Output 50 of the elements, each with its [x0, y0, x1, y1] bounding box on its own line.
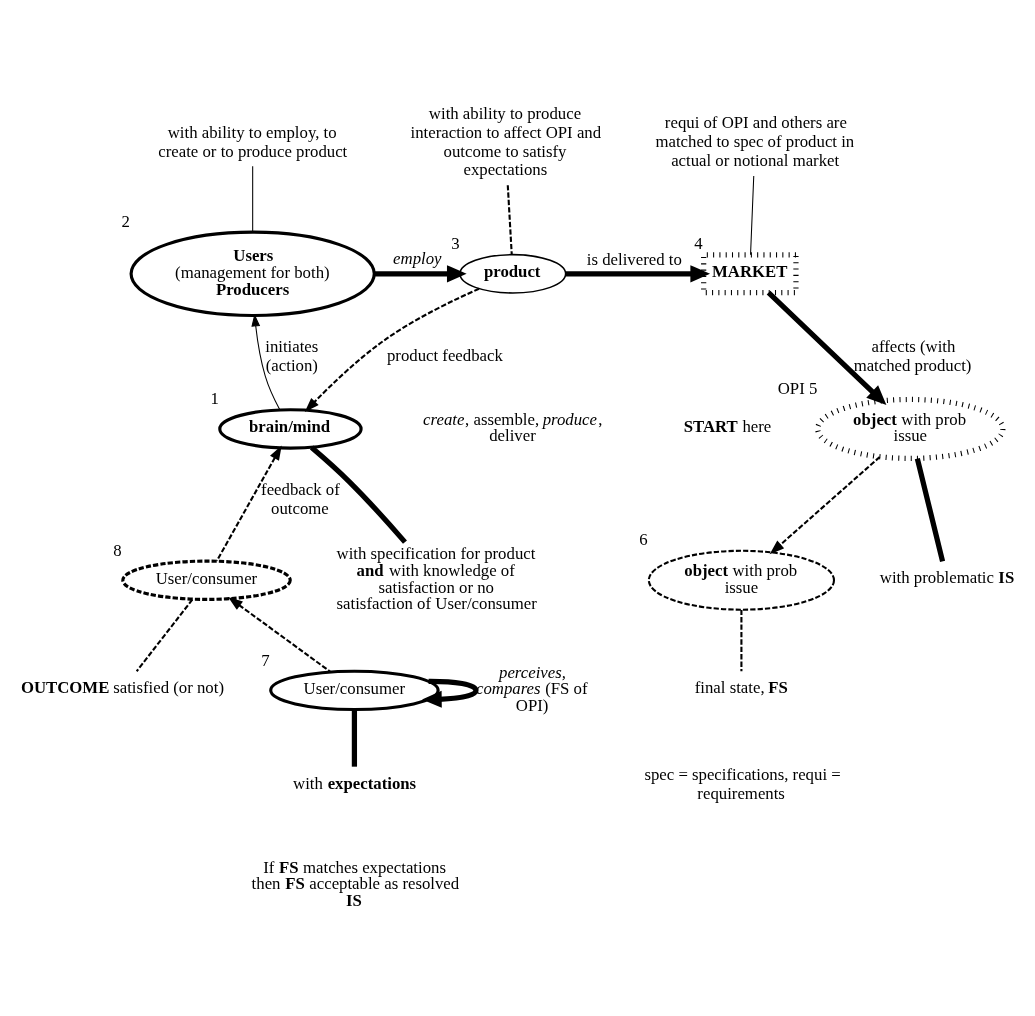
connector [740, 609, 743, 672]
node-label: 6 [639, 530, 648, 550]
node-text: with problematic IS [879, 568, 1015, 588]
node-label: 2 [121, 211, 130, 231]
node-ellipse: object with prob issue [647, 549, 836, 611]
edge-label: is delivered to [586, 250, 682, 270]
node-label: OPI 5 [777, 378, 818, 398]
arrow [766, 290, 887, 406]
node-ellipse: brain/mind [218, 408, 363, 450]
connector [309, 445, 407, 544]
node-text: final state, FS [694, 678, 788, 698]
arrow [304, 287, 480, 413]
node-label: 3 [451, 234, 460, 254]
arrow [422, 678, 479, 708]
node-ellipse: object with prob issue [815, 396, 1006, 461]
node-label: 7 [261, 650, 270, 670]
node-text: OUTCOME satisfied (or not) [20, 678, 224, 698]
arrow [374, 265, 467, 283]
node-ellipse: Users (management for both) Producers [129, 230, 376, 318]
connector [506, 185, 513, 255]
edge-label: product feedback [386, 346, 503, 366]
connector [252, 165, 254, 233]
node-text: with specification for product and with knowledge of satisfaction or no satisfaction of User/consumer [336, 544, 537, 614]
arrow [216, 445, 282, 562]
arrow [228, 597, 331, 673]
edge-label: feedback of outcome [261, 480, 340, 518]
node-label: 1 [210, 389, 219, 409]
arrow [565, 265, 710, 283]
connector [750, 175, 755, 256]
node-text: with expectations [293, 773, 417, 793]
connector [135, 598, 194, 672]
label: spec = specifications, requi = requirements [644, 765, 841, 804]
label: create, assemble, produce, deliver [423, 409, 603, 446]
node-text: with ability to produce interaction to affect OPI and outcome to satisfy expectations [410, 103, 602, 180]
arrow [769, 456, 881, 555]
connector [914, 458, 946, 562]
node-text: requi of OPI and others are matched to spec of product in actual or notional market [655, 113, 855, 171]
label: If FS matches expectations then FS acceptable as resolved IS [251, 857, 460, 911]
node-box: MARKET [701, 252, 799, 296]
edge-label: initiates (action) [265, 336, 319, 375]
connector [351, 709, 358, 767]
edge-label: perceives, compares (FS of OPI) [475, 662, 588, 716]
node-ellipse: product [459, 253, 567, 294]
node-text: with ability to employ, to create or to produce product [158, 122, 348, 161]
label: START here [683, 416, 772, 436]
edge-label: affects (with matched product) [853, 336, 972, 375]
node-label: 4 [694, 234, 703, 254]
node-label: 8 [113, 540, 122, 560]
node-ellipse: User/consumer [121, 559, 292, 601]
edge-label: employ [393, 249, 442, 269]
